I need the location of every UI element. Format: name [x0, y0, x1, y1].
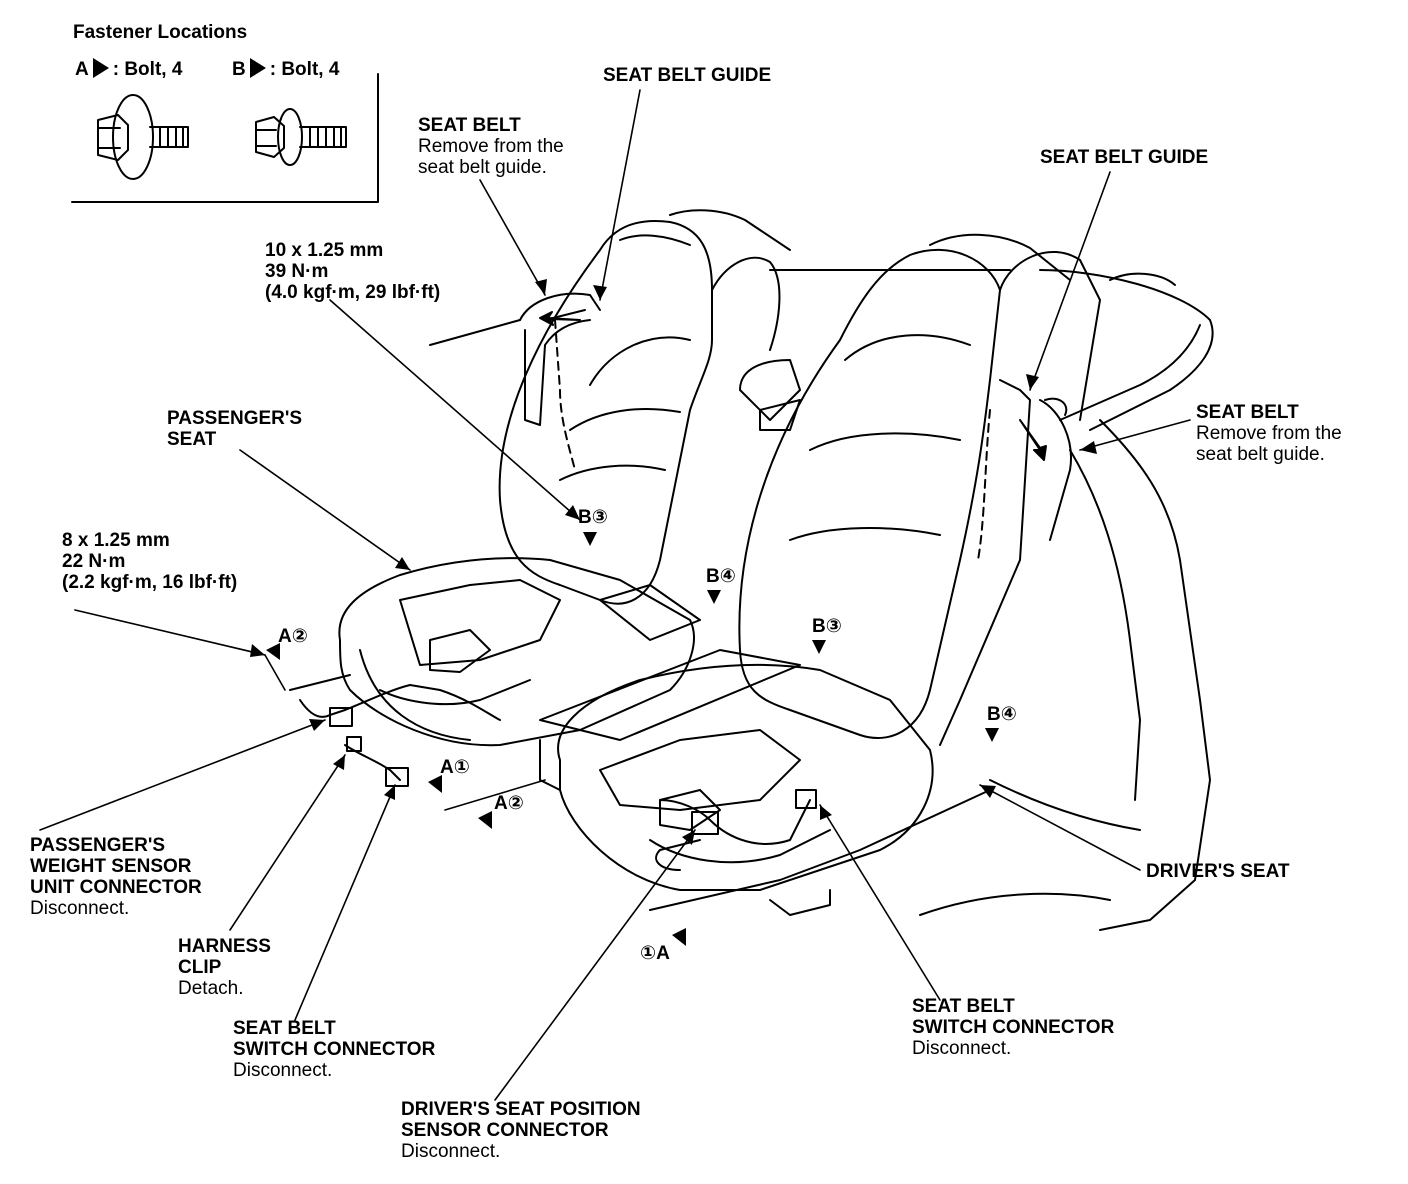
callout-b4-driver: B④	[987, 704, 1017, 725]
leader-arrowheads	[250, 279, 1097, 845]
label-seat-belt-left: SEAT BELT Remove from the seat belt guid…	[418, 115, 564, 178]
label-drivers-seat: DRIVER'S SEAT	[1146, 861, 1290, 882]
callout-a1-front: ①A	[640, 943, 670, 964]
callout-b3-driver: B③	[812, 616, 842, 637]
bolt-a-legend: A : Bolt, 4	[75, 58, 182, 81]
center-rails	[539, 359, 801, 791]
callout-a2-left: A②	[278, 626, 308, 647]
callout-b4-middle: B④	[706, 566, 736, 587]
bolt-a-illustration	[97, 94, 189, 180]
harness-clip	[346, 736, 362, 752]
sb-switch-connector-left	[385, 767, 409, 787]
bolt-b-triangle-icon	[249, 58, 266, 78]
passenger-seat-back	[498, 209, 791, 605]
bolt-a-triangle-icon	[92, 58, 109, 78]
label-seat-belt-right: SEAT BELT Remove from the seat belt guid…	[1196, 402, 1342, 465]
label-torque-bolt-a: 8 x 1.25 mm 22 N·m (2.2 kgf·m, 16 lbf·ft…	[62, 530, 238, 593]
label-seat-belt-guide-top: SEAT BELT GUIDE	[603, 65, 772, 86]
label-seat-belt-guide-right: SEAT BELT GUIDE	[1040, 147, 1209, 168]
label-torque-bolt-b: 10 x 1.25 mm 39 N·m (4.0 kgf·m, 29 lbf·f…	[265, 240, 441, 303]
bolt-a-letter: A	[75, 59, 89, 80]
leader-lines	[39, 89, 1191, 1101]
label-sb-switch-connector-left: SEAT BELT SWITCH CONNECTOR Disconnect.	[233, 1018, 436, 1081]
label-passenger-seat: PASSENGER'S SEAT	[167, 408, 303, 450]
bolt-b-text: : Bolt, 4	[269, 59, 340, 80]
callout-a1-middle: A①	[440, 757, 470, 778]
fastener-box-border	[71, 73, 379, 203]
bolt-markers	[266, 532, 999, 946]
label-sb-switch-connector-right: SEAT BELT SWITCH CONNECTOR Disconnect.	[912, 996, 1115, 1059]
callout-a2-middle: A②	[494, 793, 524, 814]
label-position-sensor-connector: DRIVER'S SEAT POSITION SENSOR CONNECTOR …	[401, 1099, 641, 1162]
driver-seat-cushion	[557, 663, 991, 916]
label-harness-clip: HARNESS CLIP Detach.	[178, 936, 271, 999]
bolt-b-legend: B : Bolt, 4	[232, 58, 339, 81]
driver-seat-belt	[939, 379, 1072, 746]
driver-seat-back	[738, 233, 1101, 739]
position-sensor-connector	[691, 811, 719, 835]
sb-switch-connector-right	[795, 789, 817, 809]
bolt-a-text: : Bolt, 4	[112, 59, 183, 80]
fastener-locations-title: Fastener Locations	[73, 22, 248, 43]
wiring-harnesses	[299, 684, 811, 871]
vehicle-body-frame	[429, 269, 1214, 931]
label-weight-sensor-connector: PASSENGER'S WEIGHT SENSOR UNIT CONNECTOR…	[30, 835, 202, 919]
bolt-b-illustration	[255, 108, 347, 166]
weight-sensor-connector	[329, 707, 353, 727]
belt-removal-arrows	[539, 311, 1047, 461]
bolt-b-letter: B	[232, 59, 246, 80]
passenger-seat-cushion	[289, 557, 695, 747]
callout-b3-passenger: B③	[578, 507, 608, 528]
